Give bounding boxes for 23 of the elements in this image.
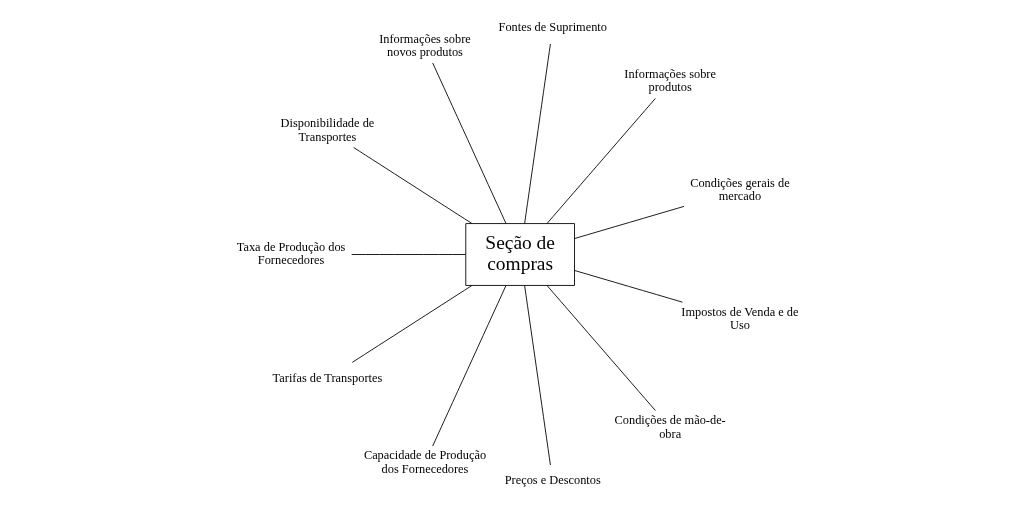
node-text: Fontes de Suprimento	[498, 20, 607, 35]
connector	[546, 97, 656, 224]
connector	[524, 285, 551, 466]
node-text: Capacidade de Produção dos Fornecedores	[363, 448, 487, 476]
node-box: Seção de compras	[465, 223, 575, 286]
node-text: Taxa de Produção dos Fornecedores	[236, 240, 346, 268]
connector	[524, 43, 551, 224]
connector	[432, 285, 507, 447]
connector	[574, 205, 685, 239]
node-text: Impostos de Venda e de Uso	[681, 304, 799, 332]
node-text: Condições gerais de mercado	[690, 175, 790, 203]
connector	[546, 285, 656, 412]
node-text: Informações sobre produtos	[624, 67, 716, 95]
node-text: Tarifas de Transportes	[272, 370, 383, 385]
node-text: Informações sobre novos produtos	[379, 31, 471, 60]
node-text: Condições de mão-de-obra	[614, 413, 726, 441]
connector	[351, 254, 466, 255]
connector	[353, 147, 473, 224]
connector	[574, 270, 683, 303]
node-text: Preços e Descontos	[504, 473, 601, 488]
connector	[351, 285, 473, 363]
connector	[432, 62, 507, 224]
node-text: Disponibilidade de Transportes	[280, 116, 375, 144]
